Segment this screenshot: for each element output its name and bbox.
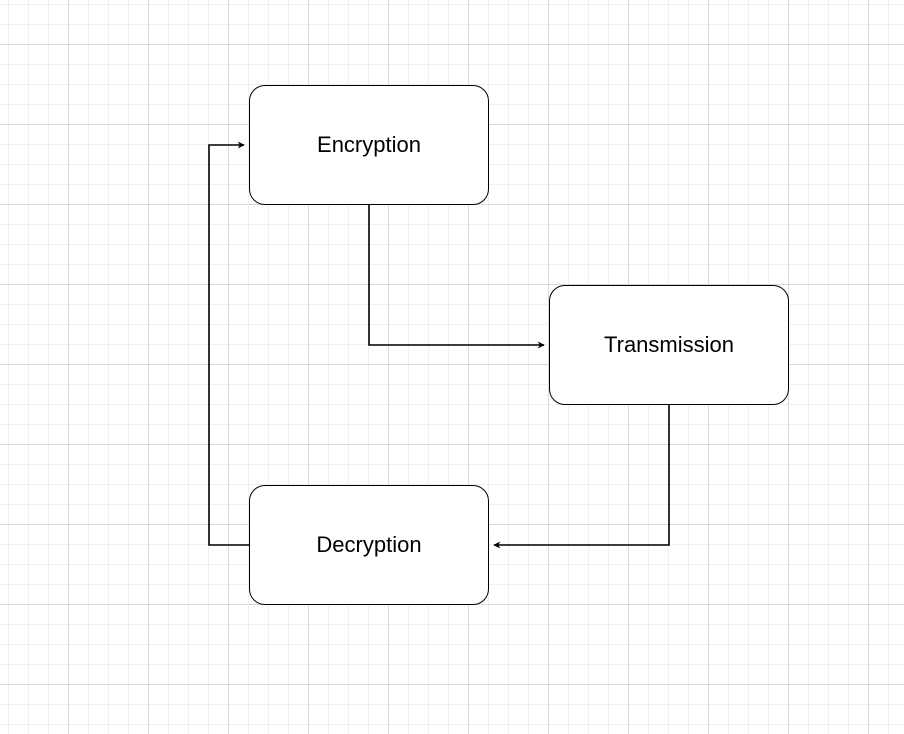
node-label-decryption: Decryption (316, 532, 422, 557)
edge-transmission-to-decryption[interactable] (493, 405, 670, 549)
edge-encryption-to-transmission[interactable] (368, 205, 545, 349)
edge-decryption-to-encryption[interactable] (208, 141, 249, 546)
node-decryption[interactable]: Decryption (249, 485, 489, 605)
node-transmission[interactable]: Transmission (549, 285, 789, 405)
node-label-encryption: Encryption (317, 132, 421, 157)
node-encryption[interactable]: Encryption (249, 85, 489, 205)
node-label-transmission: Transmission (604, 332, 734, 357)
